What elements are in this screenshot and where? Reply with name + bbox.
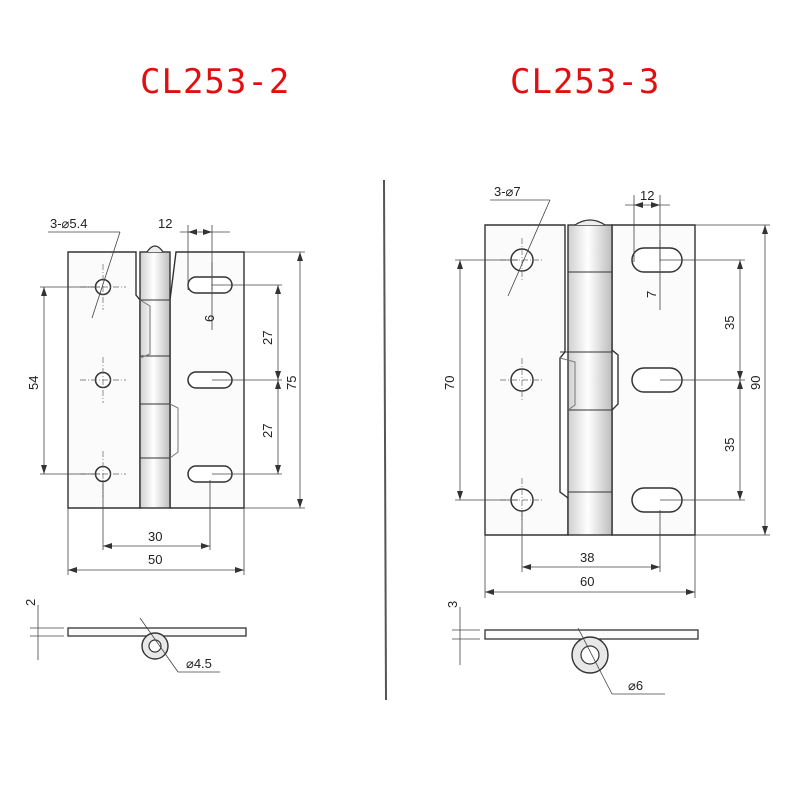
hinge-right-side-view (452, 607, 699, 695)
slot-pitch-left: 12 (158, 216, 172, 231)
total-height-left: 75 (284, 376, 299, 390)
slot-height-right: 7 (644, 291, 659, 298)
divider-line (383, 179, 387, 701)
hinge-left-front-view (67, 245, 245, 509)
hinge-right-front-view (484, 219, 696, 536)
slot-spacing-upper-right: 35 (722, 316, 737, 330)
model-title-cl253-2: CL253-2 (140, 62, 291, 102)
width-right: 60 (580, 574, 594, 589)
bottom-inner-left: 30 (148, 529, 162, 544)
dimension-lines-right (455, 195, 770, 598)
model-title-cl253-3: CL253-3 (510, 62, 661, 102)
hole-span-left: 54 (26, 376, 41, 390)
knuckle-diameter-right: ⌀6 (628, 678, 643, 693)
slot-spacing-lower-left: 27 (260, 424, 275, 438)
bottom-inner-right: 38 (580, 550, 594, 565)
hole-callout-right: 3-⌀7 (494, 184, 521, 199)
thickness-right: 3 (445, 601, 460, 608)
hole-span-right: 70 (442, 376, 457, 390)
slot-pitch-right: 12 (640, 188, 654, 203)
dimension-lines-left (40, 225, 305, 575)
slot-height-left: 6 (202, 315, 217, 322)
slot-spacing-lower-right: 35 (722, 438, 737, 452)
width-left: 50 (148, 552, 162, 567)
total-height-right: 90 (748, 376, 763, 390)
hole-callout-left: 3-⌀5.4 (50, 216, 87, 231)
thickness-left: 2 (23, 599, 38, 606)
hinge-left-side-view (30, 605, 247, 673)
slot-spacing-upper-left: 27 (260, 331, 275, 345)
knuckle-diameter-left: ⌀4.5 (186, 656, 212, 671)
